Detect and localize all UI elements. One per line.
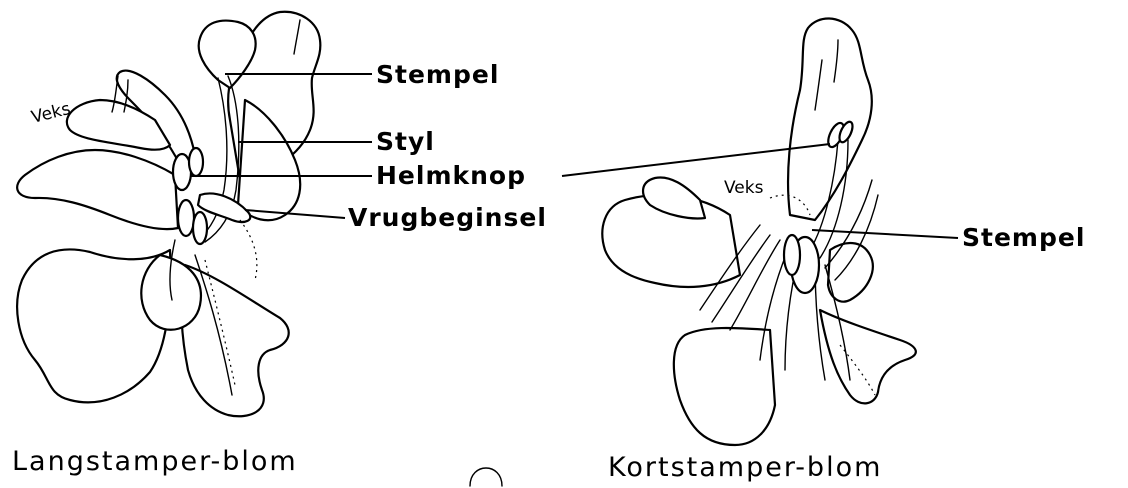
long-stamen-flower <box>17 12 320 416</box>
label-vrugbeginsel: Vrugbeginsel <box>348 203 547 232</box>
petal <box>674 328 775 445</box>
petal <box>17 150 178 229</box>
leader-line-stempel-short <box>812 230 958 238</box>
label-stempel-long: Stempel <box>376 60 499 89</box>
label-styl: Styl <box>376 127 435 156</box>
anther <box>193 212 207 244</box>
short-stamen-flower <box>602 18 915 445</box>
caption-short-stamen: Kortstamper-blom <box>608 452 882 483</box>
label-stempel-short: Stempel <box>962 223 1085 252</box>
anther <box>189 148 203 176</box>
vein <box>240 220 257 280</box>
circle-mark <box>470 468 502 486</box>
caption-long-stamen: Langstamper-blom <box>12 446 298 477</box>
stigma <box>784 235 800 275</box>
petal <box>828 243 873 302</box>
label-veks-short: Veks <box>724 178 764 198</box>
label-helmknop: Helmknop <box>376 161 526 190</box>
petal <box>820 310 916 403</box>
petal <box>788 18 872 220</box>
anther <box>178 200 194 236</box>
